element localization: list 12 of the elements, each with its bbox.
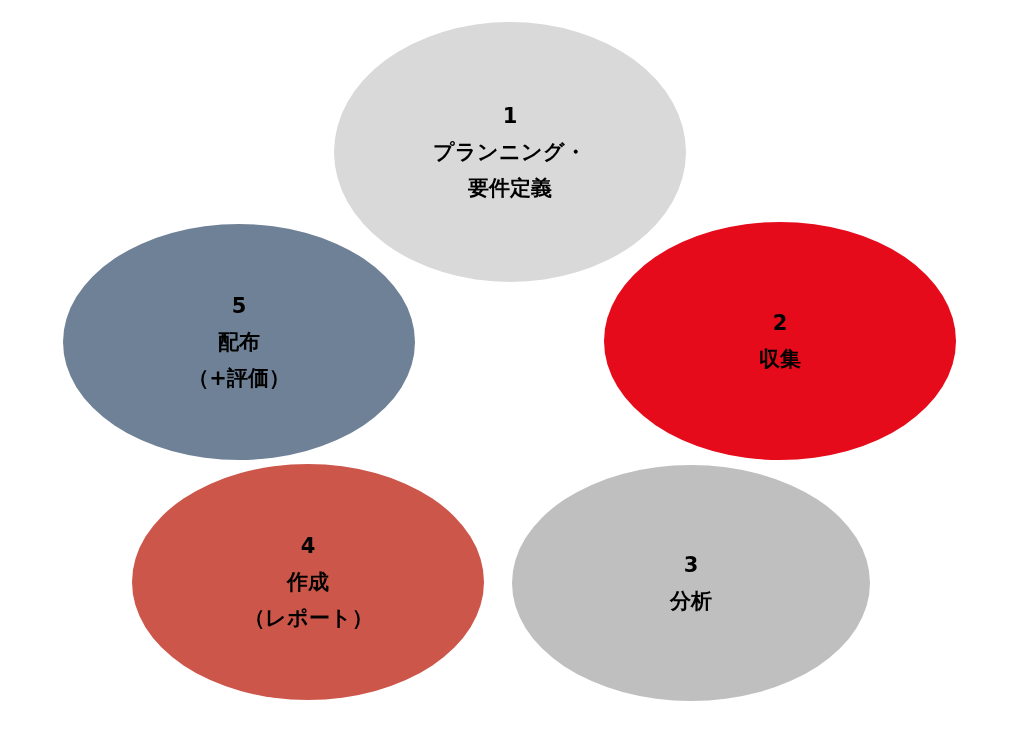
step-label: プランニング・要件定義 <box>433 139 587 202</box>
step-number: 3 <box>683 552 699 579</box>
step-label: 配布 <box>218 329 260 356</box>
step-number: 5 <box>231 293 247 320</box>
step-label: 作成 <box>287 569 329 596</box>
step-label: 分析 <box>670 588 712 615</box>
step-label: （レポート） <box>243 605 373 632</box>
step-number: 1 <box>502 103 518 130</box>
step-number: 4 <box>300 533 316 560</box>
step-label: （+評価） <box>188 365 290 392</box>
step-number: 2 <box>772 310 788 337</box>
step-label: 収集 <box>759 346 801 373</box>
